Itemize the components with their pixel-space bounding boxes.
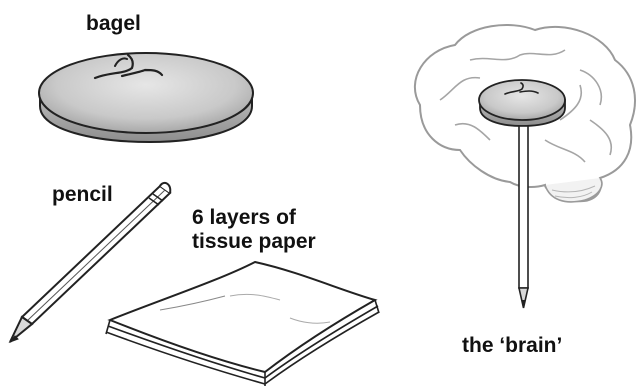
small-bagel-drawing bbox=[479, 80, 565, 126]
vertical-pencil-drawing bbox=[519, 126, 528, 308]
tissue-paper-label-line2: tissue paper bbox=[192, 230, 316, 254]
tissue-paper-drawing bbox=[106, 262, 379, 386]
brain-label: the ‘brain’ bbox=[462, 334, 562, 358]
tissue-paper-label-line1: 6 layers of bbox=[192, 206, 316, 230]
bagel-drawing bbox=[39, 53, 253, 142]
pencil-label: pencil bbox=[52, 183, 113, 207]
tissue-paper-label: 6 layers of tissue paper bbox=[192, 206, 316, 254]
bagel-label: bagel bbox=[86, 12, 141, 36]
